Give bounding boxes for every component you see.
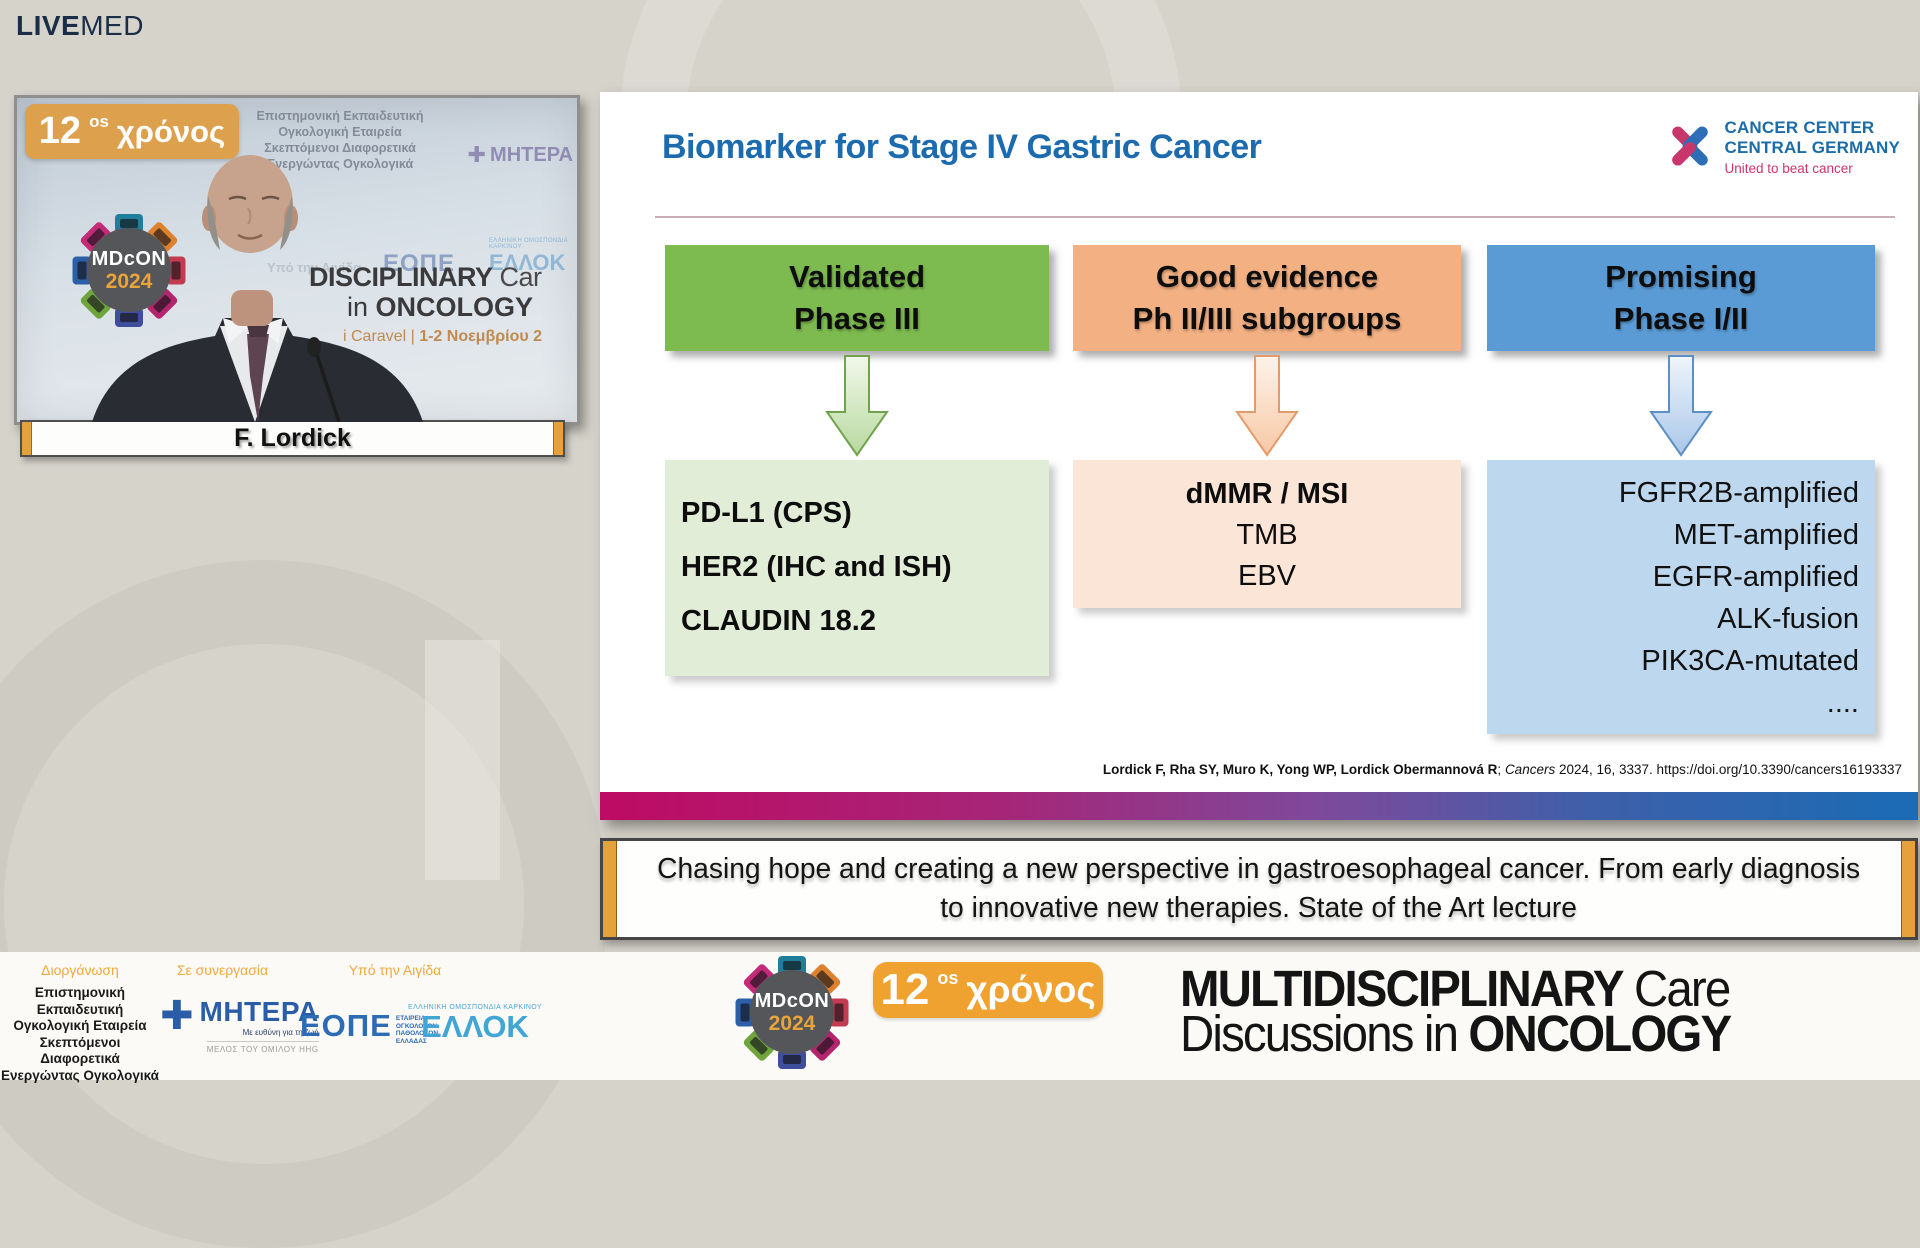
cancer-center-logo-icon [1672, 126, 1709, 166]
aegis-label: Υπό την Αιγίδα [348, 962, 442, 978]
speaker-name: F. Lordick [234, 424, 351, 452]
cancer-center-logo-line1: CANCER CENTER [1724, 118, 1875, 137]
down-arrow-green-icon [825, 355, 889, 457]
backdrop-ellok-logo: ΕΛΛΗΝΙΚΗ ΟΜΟΣΠΟΝΔΙΑ ΚΑΡΚΙΝΟΥ ΕΛΛΟΚ [489, 238, 568, 275]
organizer-label: Διοργάνωση [41, 962, 119, 978]
title-divider [655, 216, 1895, 218]
nameplate-left-accent [22, 422, 32, 455]
footer-bar: Διοργάνωση Επιστημονική Εκπαιδευτική Ογκ… [0, 952, 1920, 1083]
livemed-logo-live: LIVE [16, 10, 81, 41]
validated-biomarkers-box: PD-L1 (CPS) HER2 (IHC and ISH) CLAUDIN 1… [665, 460, 1049, 676]
lecture-title-line1: Chasing hope and creating a new perspect… [657, 853, 1861, 885]
down-arrow-orange-icon [1235, 355, 1299, 457]
backdrop-eope-logo: ΕΟΠΕ [383, 250, 456, 277]
eope-logo: ΕΟΠΕ ΕΤΑΙΡΕΙΑ ΟΓΚΟΛΟΓΩΝ ΠΑΘΟΛΟΓΩΝ ΕΛΛΑΔΑ… [300, 1008, 439, 1045]
slide-citation: Lordick F, Rha SY, Muro K, Yong WP, Lord… [1102, 762, 1902, 777]
banner-right-accent [1901, 841, 1915, 937]
mitera-cross-icon: ✚ [160, 994, 194, 1038]
partnership-label: Σε συνεργασία [176, 962, 269, 978]
banner-left-accent [603, 841, 617, 937]
background-ring-decoration [0, 560, 608, 1248]
backdrop-organization-text: Επιστημονική Εκπαιδευτική Ογκολογική Ετα… [256, 109, 424, 171]
ellok-logo: ΕΛΛΗΝΙΚΗ ΟΜΟΣΠΟΝΔΙΑ ΚΑΡΚΙΝΟΥ ΕΛΛΟΚ [408, 1004, 542, 1044]
good-evidence-biomarkers-box: dMMR / MSI TMB EBV [1073, 460, 1461, 608]
speaker-silhouette [92, 155, 423, 422]
backdrop-venue-date: i Caravel | 1-2 Νοεμβρίου 2 [343, 328, 543, 345]
lecture-title-banner: Chasing hope and creating a new perspect… [600, 838, 1918, 940]
promising-biomarkers-box: FGFR2B-amplified MET-amplified EGFR-ampl… [1487, 460, 1875, 734]
background-strip-decoration [425, 640, 500, 880]
header-good-evidence: Good evidence Ph II/III subgroups [1073, 245, 1461, 351]
header-promising: Promising Phase I/II [1487, 245, 1875, 351]
mitera-logo: ✚ ΜΗΤΕΡΑ Με ευθύνη για τη ζωή ΜΕΛΟΣ ΤΟΥ … [160, 994, 319, 1054]
slide-title: Biomarker for Stage IV Gastric Cancer [662, 128, 1262, 166]
livemed-logo: LIVEMED [16, 10, 144, 42]
backdrop-conference-title-line2: in ONCOLOGY [347, 292, 534, 322]
speaker-video-thumbnail[interactable]: Επιστημονική Εκπαιδευτική Ογκολογική Ετα… [14, 95, 580, 425]
conference-wordmark: MULTIDISCIPLINARY Care Discussions in ON… [1180, 960, 1732, 1062]
mitera-cross-icon: ✚ [467, 142, 487, 167]
lecture-title-line2: to innovative new therapies. State of th… [940, 892, 1578, 924]
speaker-nameplate: F. Lordick [20, 420, 565, 457]
down-arrow-blue-icon [1649, 355, 1713, 457]
nameplate-right-accent [553, 422, 563, 455]
backdrop-mitera-logo: ✚ΜΗΤΕΡΑ [467, 142, 573, 167]
backdrop-conference-title-line1: DISCIPLINARY Car [309, 262, 542, 292]
cancer-center-logo-tagline: United to beat cancer [1724, 161, 1853, 177]
cancer-center-logo-line2: CENTRAL GERMANY [1724, 137, 1900, 157]
slide-gradient-bar [600, 792, 1918, 820]
header-validated-phase3: Validated Phase III [665, 245, 1049, 351]
backdrop-aegis-text: Υπό την Αιγίδα [267, 260, 361, 275]
cancer-center-logo: CANCER CENTER CENTRAL GERMANY United to … [1664, 118, 1900, 177]
livemed-logo-med: MED [80, 10, 144, 41]
presentation-slide: Biomarker for Stage IV Gastric Cancer CA… [600, 92, 1918, 820]
organizer-name: Επιστημονική Εκπαιδευτική Ογκολογική Ετα… [1, 985, 159, 1083]
